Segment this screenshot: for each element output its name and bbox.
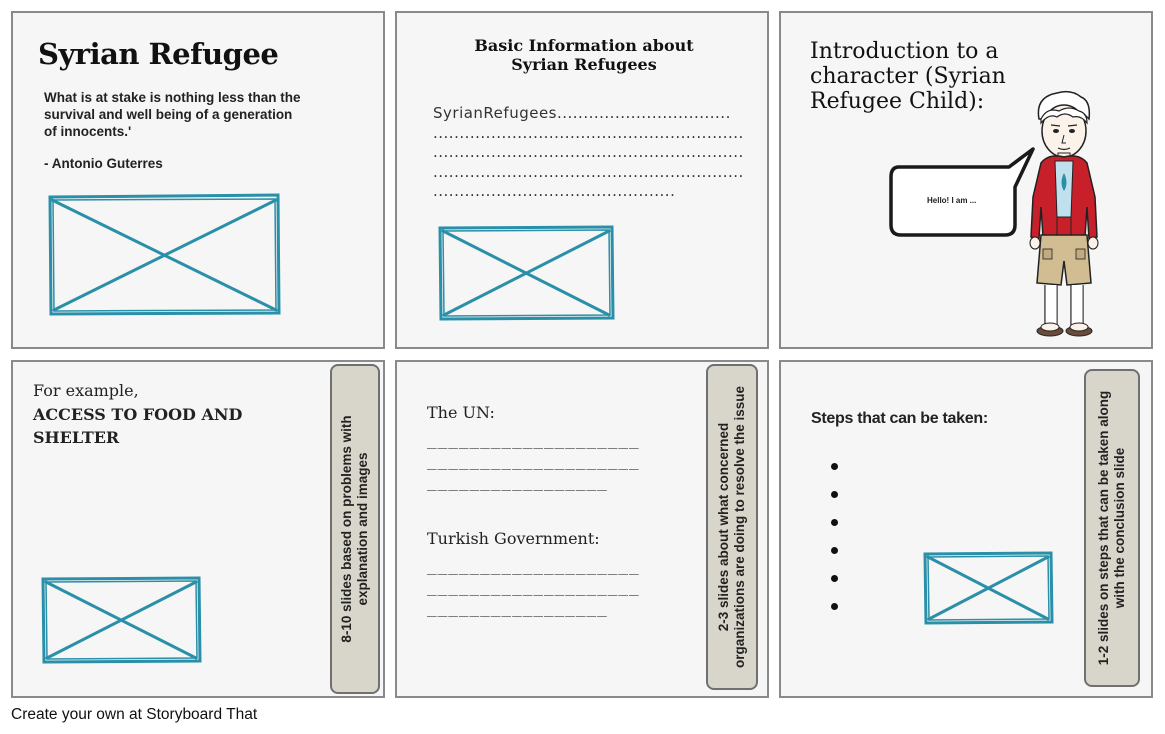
blank-lines: ____________________ ___________________… <box>427 429 640 492</box>
placeholder-x-icon <box>438 225 615 321</box>
image-placeholder[interactable] <box>922 551 1054 625</box>
panel-6[interactable]: Steps that can be taken: 1-2 slides on s… <box>779 360 1153 698</box>
section-heading: ACCESS TO FOOD AND SHELTER <box>33 405 243 447</box>
panel-title: Introduction to a character (Syrian Refu… <box>810 39 1006 114</box>
label-turkey: Turkish Government: <box>427 529 600 548</box>
slide-count-note: 1-2 slides on steps that can be taken al… <box>1084 369 1140 687</box>
panel-title: Syrian Refugee <box>38 37 279 71</box>
refugee-child-character <box>1029 90 1099 337</box>
quote-text: What is at stake is nothing less than th… <box>44 90 301 139</box>
note-line: organizations are doing to resolve the i… <box>732 385 747 669</box>
blank-line: ____________________ <box>427 577 640 596</box>
blank-lines: ____________________ ___________________… <box>427 555 640 618</box>
blank-line: ____________________ <box>427 556 640 575</box>
blank-line: _________________ <box>427 472 608 491</box>
slide-count-note: 8-10 slides based on problems with expla… <box>330 364 380 694</box>
body-line: SyrianRefugees..........................… <box>433 104 731 122</box>
bullet-point <box>831 491 838 498</box>
panel-3[interactable]: Introduction to a character (Syrian Refu… <box>779 11 1153 349</box>
bullet-point <box>831 463 838 470</box>
blank-line: ____________________ <box>427 451 640 470</box>
placeholder-x-icon <box>41 576 202 664</box>
intro-text: For example, <box>33 381 139 400</box>
panel-2[interactable]: Basic Information about Syrian Refugees … <box>395 11 769 349</box>
bullet-point <box>831 519 838 526</box>
blank-line: ____________________ <box>427 430 640 449</box>
placeholder-x-icon <box>48 193 281 316</box>
speech-text: Hello! I am ... <box>927 196 977 205</box>
body-line: ........................................… <box>433 123 744 142</box>
image-placeholder[interactable] <box>40 576 202 664</box>
slide-count-note: 2-3 slides about what concerned organiza… <box>706 364 758 690</box>
quote-author: - Antonio Guterres <box>44 156 163 171</box>
label-un: The UN: <box>427 403 495 422</box>
placeholder-x-icon <box>923 551 1054 625</box>
body-line: ........................................… <box>433 162 744 181</box>
bullet-point <box>831 547 838 554</box>
dotted-text: SyrianRefugees..........................… <box>433 104 753 202</box>
note-line: 8-10 slides based on problems with <box>339 415 354 643</box>
blank-line: _________________ <box>427 598 608 617</box>
panel-title: Basic Information about Syrian Refugees <box>474 36 694 74</box>
note-line: with the conclusion slide <box>1112 447 1127 609</box>
bullet-point <box>831 603 838 610</box>
note-line: 1-2 slides on steps that can be taken al… <box>1096 390 1111 666</box>
speech-bubble <box>889 147 1035 237</box>
storyboard-that-link[interactable]: Create your own at Storyboard That <box>11 706 258 723</box>
panel-5[interactable]: The UN: ____________________ ___________… <box>395 360 769 698</box>
bullet-point <box>831 575 838 582</box>
panel-1[interactable]: Syrian Refugee What is at stake is nothi… <box>11 11 385 349</box>
note-line: explanation and images <box>355 452 370 606</box>
section-heading: Steps that can be taken: <box>811 410 988 427</box>
image-placeholder[interactable] <box>437 225 615 321</box>
body-line: ........................................… <box>433 182 676 200</box>
panel-4[interactable]: For example, ACCESS TO FOOD AND SHELTER … <box>11 360 385 698</box>
body-line: ........................................… <box>433 143 744 161</box>
image-placeholder[interactable] <box>46 192 282 318</box>
note-line: 2-3 slides about what concerned <box>716 422 731 632</box>
